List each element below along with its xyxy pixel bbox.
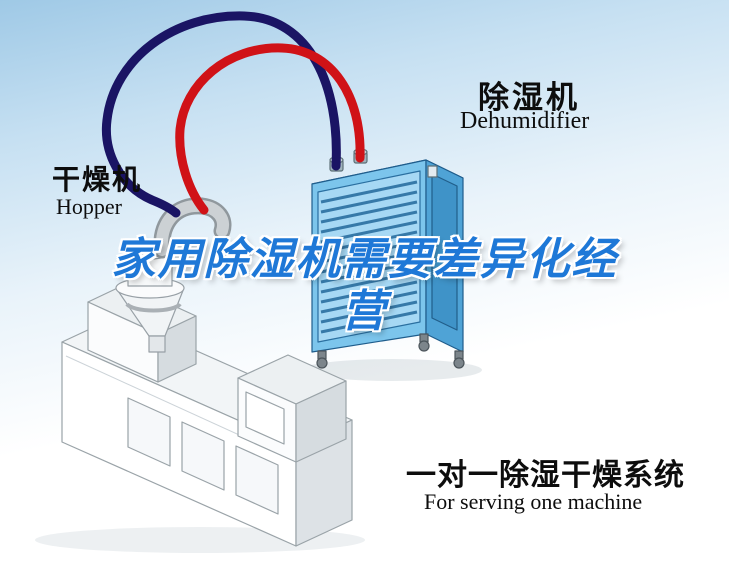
red-hose (175, 43, 365, 215)
hopper-unit (115, 244, 185, 353)
dryer-label-en: Hopper (56, 194, 122, 219)
dehumidifier-grille (317, 170, 421, 343)
main-title-line1: 家用除湿机需要差异化经 (111, 235, 618, 284)
side-latch (427, 165, 438, 178)
grille-slats (320, 180, 418, 334)
extruder-machine (61, 283, 353, 547)
system-label-en: For serving one machine (424, 489, 643, 514)
dehumidifier-label-cn: 除湿机 (478, 80, 580, 115)
main-title: 家用除湿机需要差异化经 营 (0, 234, 729, 338)
system-label-cn: 一对一除湿干燥系统 (406, 459, 685, 492)
dehumidifier-label-en: Dehumidifier (460, 108, 590, 134)
dehumidifier-unit (311, 148, 465, 369)
main-title-line2: 营 (341, 286, 388, 336)
side-door (431, 173, 458, 331)
dryer-label-cn: 干燥机 (52, 164, 143, 195)
casters (316, 333, 465, 369)
dehumidifier-shadow (302, 359, 482, 381)
